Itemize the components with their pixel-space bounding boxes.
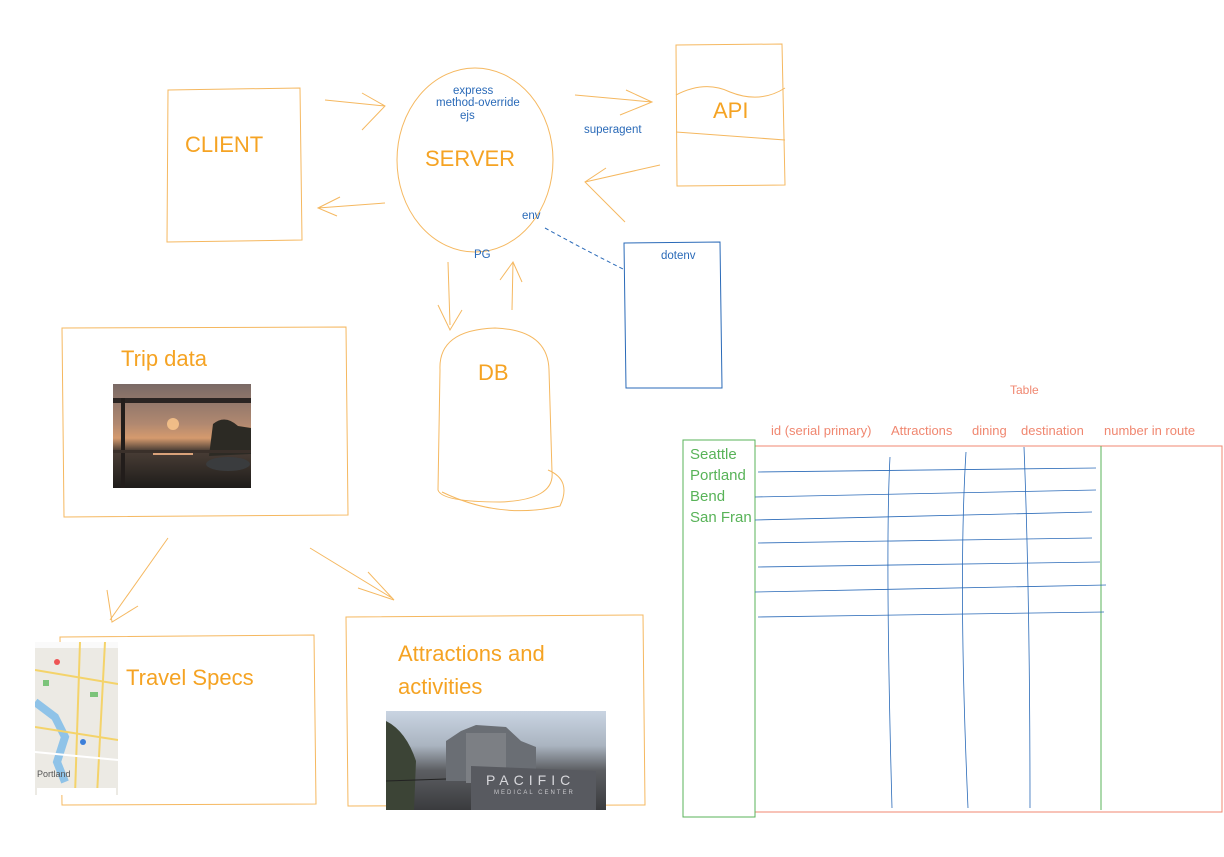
arrow-trip-to-travel [106, 537, 169, 623]
table-col-header: id (serial primary) [771, 423, 872, 438]
db-cylinder [437, 327, 553, 503]
table-row-label: San Fran [690, 509, 752, 526]
pg-label: PG [474, 249, 491, 261]
attractions-box [345, 614, 646, 807]
table-row-header-box [682, 439, 756, 818]
superagent-label: superagent [584, 124, 642, 136]
attractions-photo: PACIFIC MEDICAL CENTER [386, 711, 606, 810]
table-col-header: number in route [1104, 423, 1196, 438]
arrow-client-to-server [324, 92, 386, 131]
api-label: API [713, 98, 749, 123]
client-label: CLIENT [185, 132, 264, 157]
client-box [166, 87, 303, 243]
dotenv-box [623, 241, 723, 389]
table-grid [754, 446, 1107, 809]
arrow-trip-to-attractions [309, 547, 395, 601]
table-title: Table [1010, 383, 1039, 397]
arrow-db-to-server [499, 261, 523, 311]
trip-data-label: Trip data [121, 346, 208, 371]
arrow-api-to-server [584, 164, 661, 223]
attractions-label-line1: Attractions and [398, 641, 545, 666]
arrow-server-to-api [574, 89, 654, 116]
sign-title: PACIFIC [486, 772, 576, 788]
ejs-label: ejs [460, 110, 475, 122]
db-label: DB [478, 360, 509, 385]
method-override-label: method-override [436, 97, 520, 109]
table-row-label: Seattle [690, 446, 737, 463]
arrow-server-to-db [437, 261, 463, 332]
trip-data-box [61, 326, 349, 518]
table-row-label: Bend [690, 488, 726, 505]
table-outline [754, 445, 1223, 813]
dotenv-label: dotenv [661, 250, 696, 262]
server-label: SERVER [425, 146, 516, 171]
table-col-header: dining [972, 423, 1007, 438]
express-label: express [453, 85, 494, 97]
map-city-label: Portland [37, 769, 71, 779]
travel-specs-label: Travel Specs [126, 665, 254, 690]
env-to-dotenv-line [544, 227, 626, 271]
api-box [675, 43, 786, 187]
table-row-label: Portland [690, 467, 746, 484]
attractions-label-line2: activities [398, 674, 483, 699]
map-thumbnail: Portland [35, 642, 118, 795]
server-ellipse [396, 67, 554, 253]
trip-photo [113, 384, 251, 488]
arrow-server-to-client [316, 196, 386, 217]
env-label: env [522, 210, 541, 222]
table-col-header: destination [1021, 423, 1084, 438]
sign-subtitle: MEDICAL CENTER [494, 790, 575, 796]
table-col-header: Attractions [891, 423, 953, 438]
